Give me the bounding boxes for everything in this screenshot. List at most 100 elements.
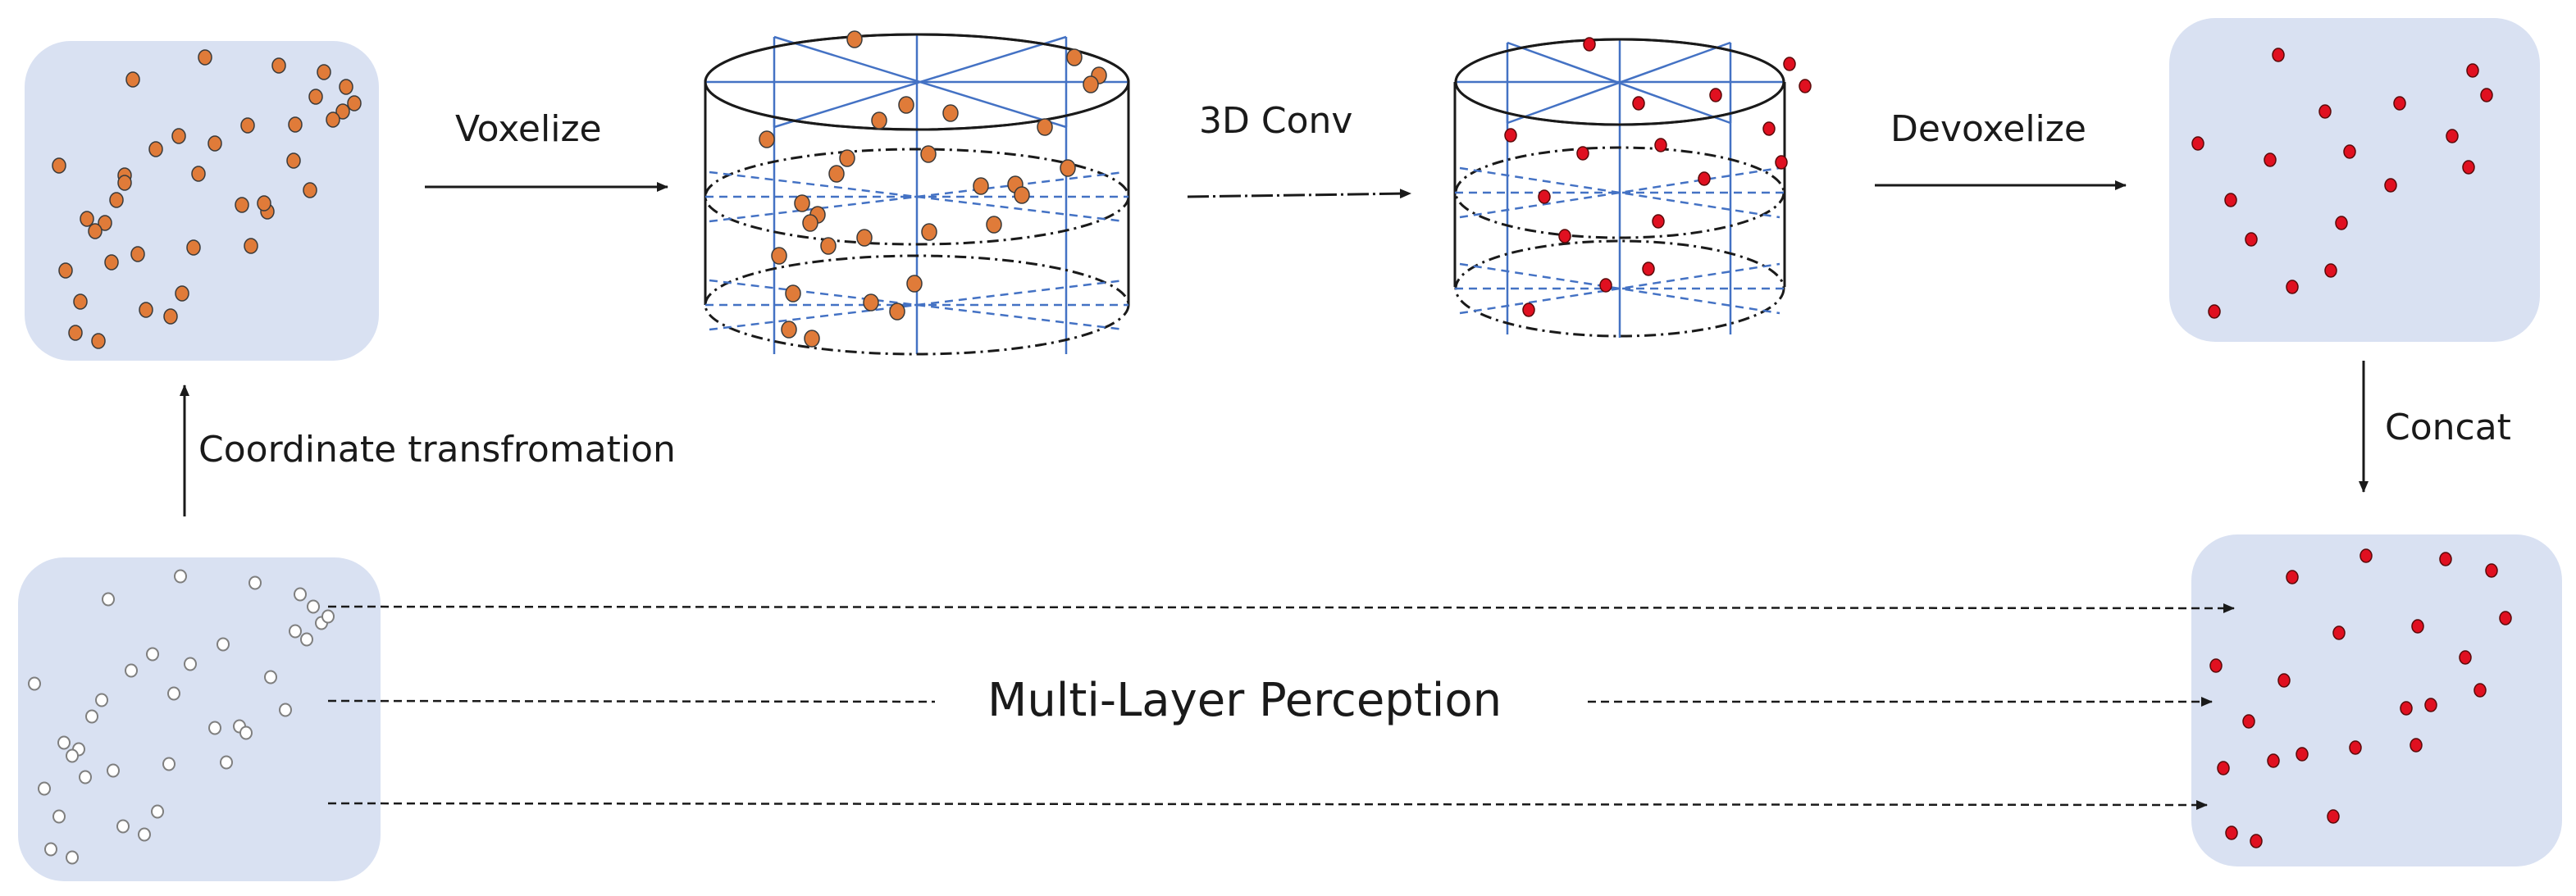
hollow-point <box>146 647 159 662</box>
hollow-point <box>79 770 92 785</box>
red-point <box>2264 152 2277 167</box>
hollow-point <box>217 637 230 652</box>
red-point <box>1538 189 1551 204</box>
orange-point <box>191 166 206 182</box>
voxel-grid-small <box>1453 38 1786 338</box>
orange-point <box>1014 186 1030 204</box>
red-point <box>2439 552 2452 566</box>
hollow-point <box>208 721 221 735</box>
orange-point <box>117 175 132 191</box>
red-point <box>2335 216 2348 230</box>
orange-point <box>820 237 837 255</box>
orange-point <box>846 30 863 48</box>
orange-point <box>1060 159 1076 177</box>
red-point <box>1599 278 1612 293</box>
red-point <box>2359 548 2373 563</box>
orange-point <box>921 223 937 241</box>
orange-point <box>794 194 810 212</box>
coordinate-label: Coordinate transfromation <box>198 429 676 471</box>
panel-point-input <box>18 557 381 881</box>
red-point <box>2446 129 2459 143</box>
red-point <box>1576 146 1589 161</box>
hollow-point <box>167 686 180 701</box>
orange-point <box>148 141 163 157</box>
orange-point <box>828 165 845 183</box>
hollow-point <box>184 657 197 671</box>
red-point <box>2411 619 2424 634</box>
voxel-grid-large <box>704 33 1130 356</box>
red-point <box>2245 232 2258 247</box>
red-point <box>2410 738 2423 753</box>
hollow-point <box>107 763 120 778</box>
orange-point <box>856 229 873 247</box>
red-point <box>2191 136 2204 151</box>
orange-point <box>863 293 879 312</box>
point-cloud-raw-input <box>28 569 335 865</box>
orange-point <box>68 325 83 341</box>
hollow-point <box>57 735 71 750</box>
red-point <box>2224 193 2237 207</box>
red-point <box>2267 753 2280 768</box>
orange-point <box>88 223 103 239</box>
hollow-point <box>220 755 233 770</box>
hollow-point <box>38 781 51 796</box>
red-point <box>1783 57 1796 71</box>
red-point <box>2286 570 2299 584</box>
hollow-point <box>151 804 164 819</box>
red-point <box>2459 650 2472 665</box>
red-point <box>2393 96 2406 111</box>
red-point <box>1583 37 1596 52</box>
red-point <box>2332 625 2346 640</box>
point-cloud-concat <box>2209 548 2512 848</box>
hollow-point <box>125 663 138 678</box>
red-point <box>2327 809 2340 824</box>
red-point <box>2343 144 2356 159</box>
red-point <box>1698 171 1711 186</box>
hollow-point <box>102 592 115 607</box>
red-point <box>2217 761 2230 775</box>
red-point <box>2318 104 2332 119</box>
orange-point <box>271 57 286 74</box>
orange-point <box>898 96 914 114</box>
orange-point <box>257 195 271 211</box>
red-point <box>1654 138 1667 152</box>
red-point <box>2466 63 2479 78</box>
red-point <box>2462 160 2475 175</box>
red-point <box>1652 214 1665 229</box>
orange-point <box>906 275 923 293</box>
orange-point <box>986 216 1002 234</box>
orange-point <box>871 111 887 130</box>
point-cloud-convolved <box>1504 37 1812 317</box>
orange-point <box>104 254 119 271</box>
red-point <box>2208 304 2221 319</box>
red-point <box>2424 698 2437 712</box>
point-cloud-devoxelized <box>2191 48 2493 319</box>
hollow-point <box>239 725 253 740</box>
hollow-point <box>138 827 151 842</box>
red-point <box>1504 128 1517 143</box>
orange-point <box>125 71 140 88</box>
red-point <box>2277 673 2291 688</box>
red-point <box>2209 658 2223 673</box>
red-point <box>1642 262 1655 276</box>
orange-point <box>139 302 153 318</box>
point-cloud-voxelized <box>759 30 1107 348</box>
red-point <box>1799 79 1812 93</box>
hollow-point <box>66 850 79 865</box>
orange-point <box>163 308 178 325</box>
orange-point <box>889 302 905 321</box>
orange-point <box>804 330 820 348</box>
orange-point <box>303 182 317 198</box>
orange-point <box>235 197 249 213</box>
orange-point <box>920 145 937 163</box>
hollow-point <box>162 757 176 771</box>
orange-point <box>98 215 112 231</box>
hollow-point <box>264 670 277 685</box>
orange-point <box>839 149 855 167</box>
hollow-point <box>85 709 98 724</box>
mlp-arrow-top <box>327 603 2235 613</box>
mlp-arrow-bottom <box>327 799 2208 810</box>
red-point <box>2499 611 2512 625</box>
orange-point <box>186 239 201 256</box>
